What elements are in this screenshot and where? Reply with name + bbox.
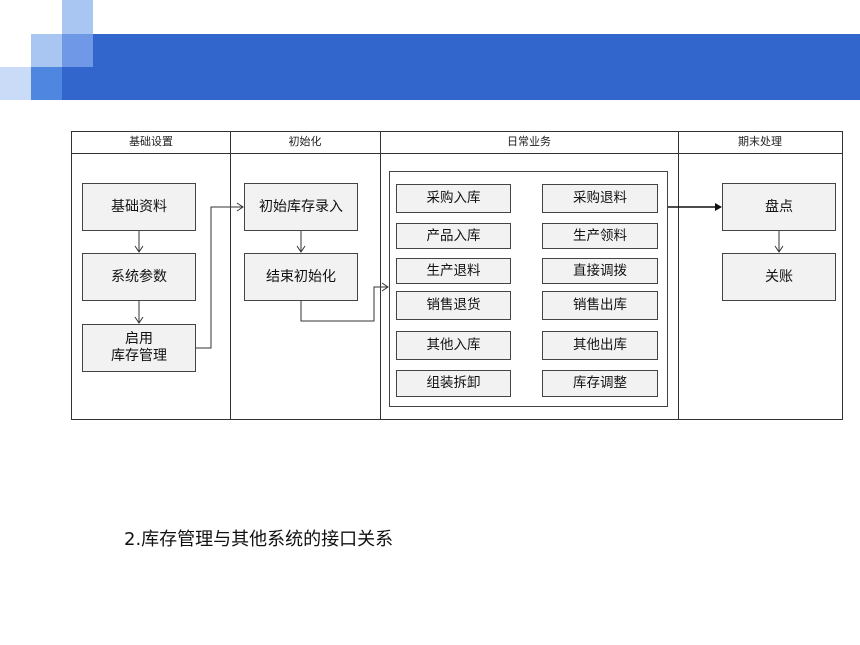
node-label: 其他出库 (573, 337, 627, 353)
arrowhead (236, 202, 244, 212)
node-daily-right-4: 销售出库 (542, 291, 658, 320)
node-daily-left-3: 生产退料 (396, 258, 511, 284)
header-decor-square (62, 34, 93, 67)
column-header-basic-setup: 基础设置 (72, 131, 230, 154)
header-decor-square (31, 34, 62, 67)
node-label: 组装拆卸 (426, 375, 481, 391)
node-label: 其他入库 (426, 337, 481, 353)
header-decor-square (62, 0, 93, 34)
node-label: 销售退货 (426, 297, 481, 313)
arrowhead (134, 316, 144, 324)
node-label: 基础资料 (111, 198, 167, 215)
node-label: 初始库存录入 (259, 198, 343, 215)
node-initial-inventory-entry: 初始库存录入 (244, 183, 358, 231)
column-divider (380, 131, 381, 420)
node-system-params: 系统参数 (82, 253, 196, 301)
arrowhead (715, 203, 722, 211)
node-label: 结束初始化 (266, 268, 336, 285)
node-label: 系统参数 (111, 268, 167, 285)
node-daily-left-2: 产品入库 (396, 223, 511, 249)
column-divider (230, 131, 231, 420)
column-divider (678, 131, 679, 420)
node-label: 库存调整 (573, 375, 627, 391)
node-label: 生产退料 (426, 262, 481, 279)
node-basic-data: 基础资料 (82, 183, 196, 231)
node-close-account: 关账 (722, 253, 836, 301)
node-label: 销售出库 (573, 297, 627, 313)
daily-business-group (389, 171, 668, 407)
node-label: 盘点 (765, 198, 793, 215)
connector-line (300, 286, 388, 322)
node-label: 生产领料 (573, 227, 627, 244)
node-label: 采购入库 (426, 190, 481, 206)
node-daily-right-6: 库存调整 (542, 370, 658, 397)
node-daily-right-5: 其他出库 (542, 331, 658, 360)
node-label: 库存管理 (111, 348, 167, 364)
node-daily-right-2: 生产领料 (542, 223, 658, 249)
node-label: 直接调拨 (573, 262, 627, 279)
header-decor-square (31, 67, 62, 100)
node-daily-left-1: 采购入库 (396, 184, 511, 213)
arrowhead (381, 282, 389, 292)
node-daily-left-6: 组装拆卸 (396, 370, 511, 397)
arrowhead (296, 245, 306, 253)
column-header-initialization: 初始化 (230, 131, 380, 154)
node-label: 采购退料 (573, 190, 627, 206)
column-header-daily-business: 日常业务 (380, 131, 678, 154)
node-daily-right-3: 直接调拨 (542, 258, 658, 284)
header-decor-square (0, 67, 31, 100)
node-daily-left-4: 销售退货 (396, 291, 511, 320)
column-header-period-end: 期末处理 (678, 131, 842, 154)
node-label: 产品入库 (426, 227, 481, 244)
node-daily-right-1: 采购退料 (542, 184, 658, 213)
node-label: 关账 (765, 268, 793, 285)
arrowhead (774, 245, 784, 253)
node-label: 启用 (125, 331, 153, 347)
node-inventory-check: 盘点 (722, 183, 836, 231)
node-daily-left-5: 其他入库 (396, 331, 511, 360)
node-end-initialization: 结束初始化 (244, 253, 358, 301)
section-caption: 2.库存管理与其他系统的接口关系 (124, 529, 394, 550)
header-banner (62, 34, 860, 100)
arrowhead (134, 245, 144, 253)
node-enable-inventory: 启用 库存管理 (82, 324, 196, 372)
connector-line (196, 206, 243, 349)
